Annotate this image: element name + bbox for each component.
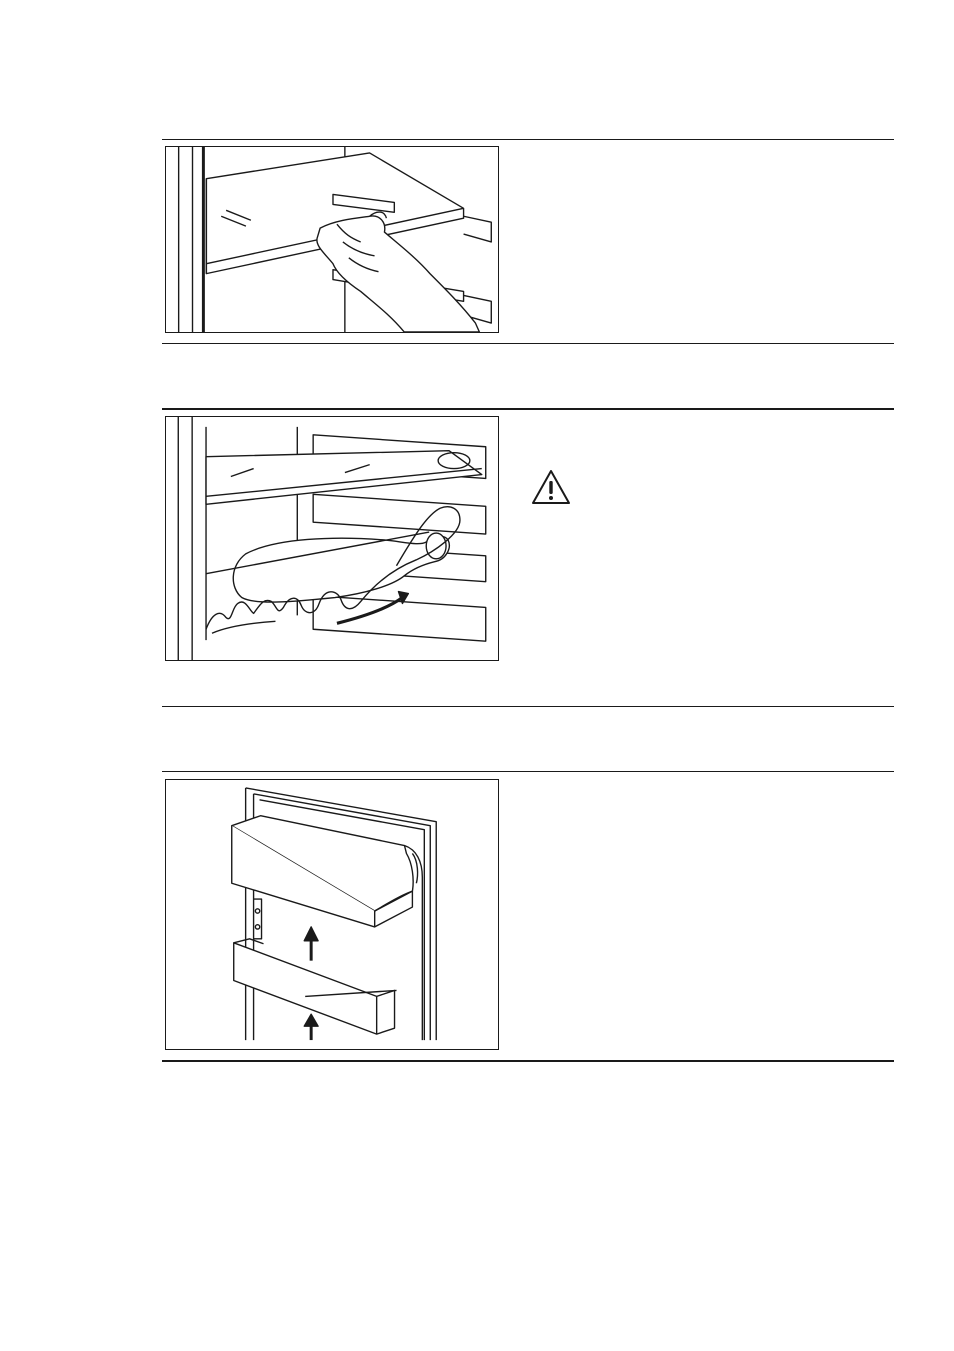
door-balcony-removal-illustration <box>165 779 499 1050</box>
bottle-rack-illustration <box>165 416 499 661</box>
section-divider-bottom-1 <box>162 343 894 344</box>
section-divider-bottom-2 <box>162 706 894 707</box>
section-divider-top-1 <box>162 139 894 140</box>
shelf-removal-illustration <box>165 146 499 333</box>
section-divider-top-3 <box>162 771 894 772</box>
section-divider-top-2 <box>162 408 894 410</box>
section-divider-bottom-3 <box>162 1060 894 1062</box>
warning-triangle-icon <box>531 469 571 505</box>
